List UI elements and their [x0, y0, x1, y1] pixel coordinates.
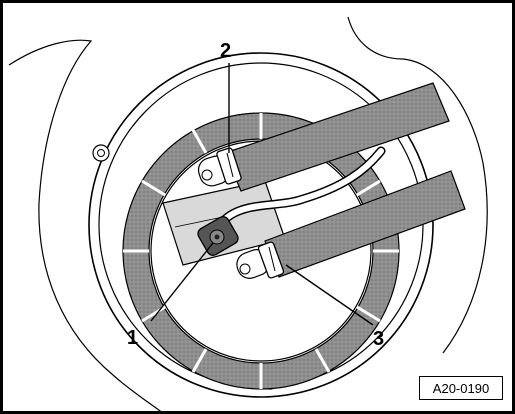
figure-reference-label: A20-0190 — [419, 376, 503, 400]
leader-line-1 — [150, 242, 214, 322]
callout-2: 2 — [220, 40, 231, 62]
hose-clamp-lower — [257, 241, 285, 279]
mounting-bolt-left — [92, 144, 110, 162]
leader-line-3 — [285, 264, 374, 326]
callout-1: 1 — [127, 327, 138, 349]
tank-contour-left — [8, 39, 162, 411]
hose-clamp-upper — [216, 147, 242, 185]
callout-3: 3 — [373, 328, 384, 350]
electrical-connector-plug — [197, 216, 239, 256]
fuel-pump-flange-illustration: 1 2 3 — [8, 16, 488, 411]
tank-contour-right — [347, 16, 488, 354]
